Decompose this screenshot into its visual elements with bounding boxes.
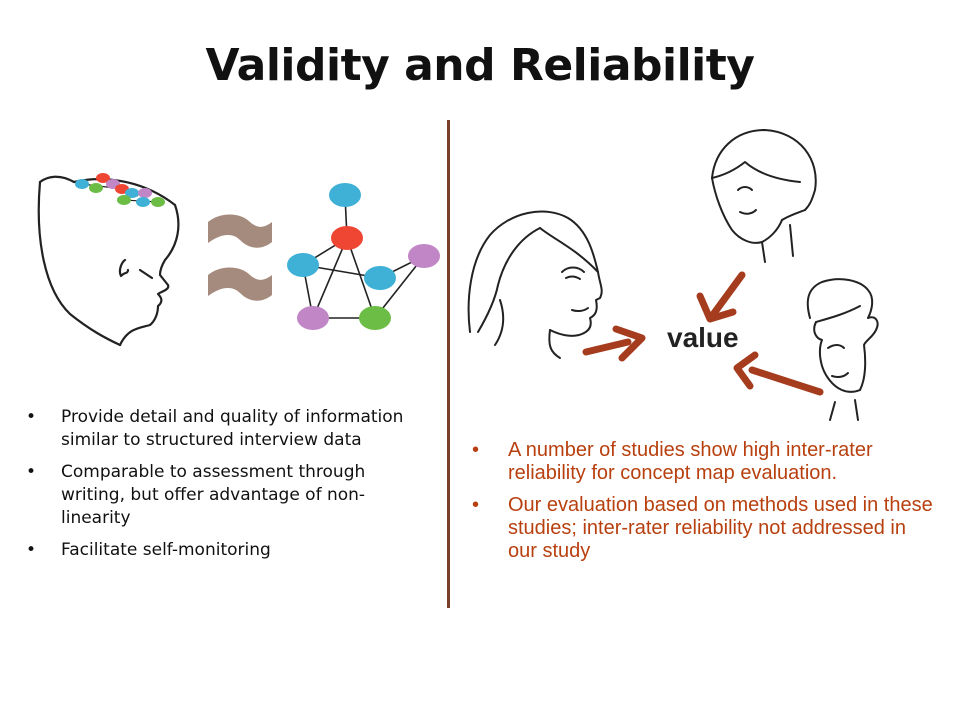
vertical-divider (447, 120, 450, 608)
concept-node-purple-bottom (297, 306, 329, 330)
concept-node-blue-top (329, 183, 361, 207)
right-bullet-list: A number of studies show high inter-rate… (470, 439, 940, 572)
right-bullet-item: A number of studies show high inter-rate… (470, 439, 940, 485)
left-bullet-item: Facilitate self-monitoring (26, 539, 431, 562)
arrows-to-value (582, 271, 824, 396)
concept-node-red (331, 226, 363, 250)
woman-rater-illustration (467, 210, 603, 359)
concept-node-green (359, 306, 391, 330)
left-bullet-item: Comparable to assessment through writing… (26, 461, 431, 530)
concept-map-illustration (287, 183, 440, 330)
concept-node-blue-left (287, 253, 319, 277)
right-bullet-item: Our evaluation based on methods used in … (470, 494, 940, 563)
brain-mini-concept-map (75, 173, 165, 207)
slide-title: Validity and Reliability (205, 40, 755, 91)
value-label: value (667, 322, 739, 353)
man-rater-top-illustration (711, 129, 817, 263)
approximately-equal-icon (208, 214, 272, 301)
concept-node-purple-right (408, 244, 440, 268)
concept-node-blue-right (364, 266, 396, 290)
left-bullet-list: Provide detail and quality of informatio… (26, 406, 431, 571)
man-rater-right-illustration (806, 278, 879, 421)
left-bullet-item: Provide detail and quality of informatio… (26, 406, 431, 452)
